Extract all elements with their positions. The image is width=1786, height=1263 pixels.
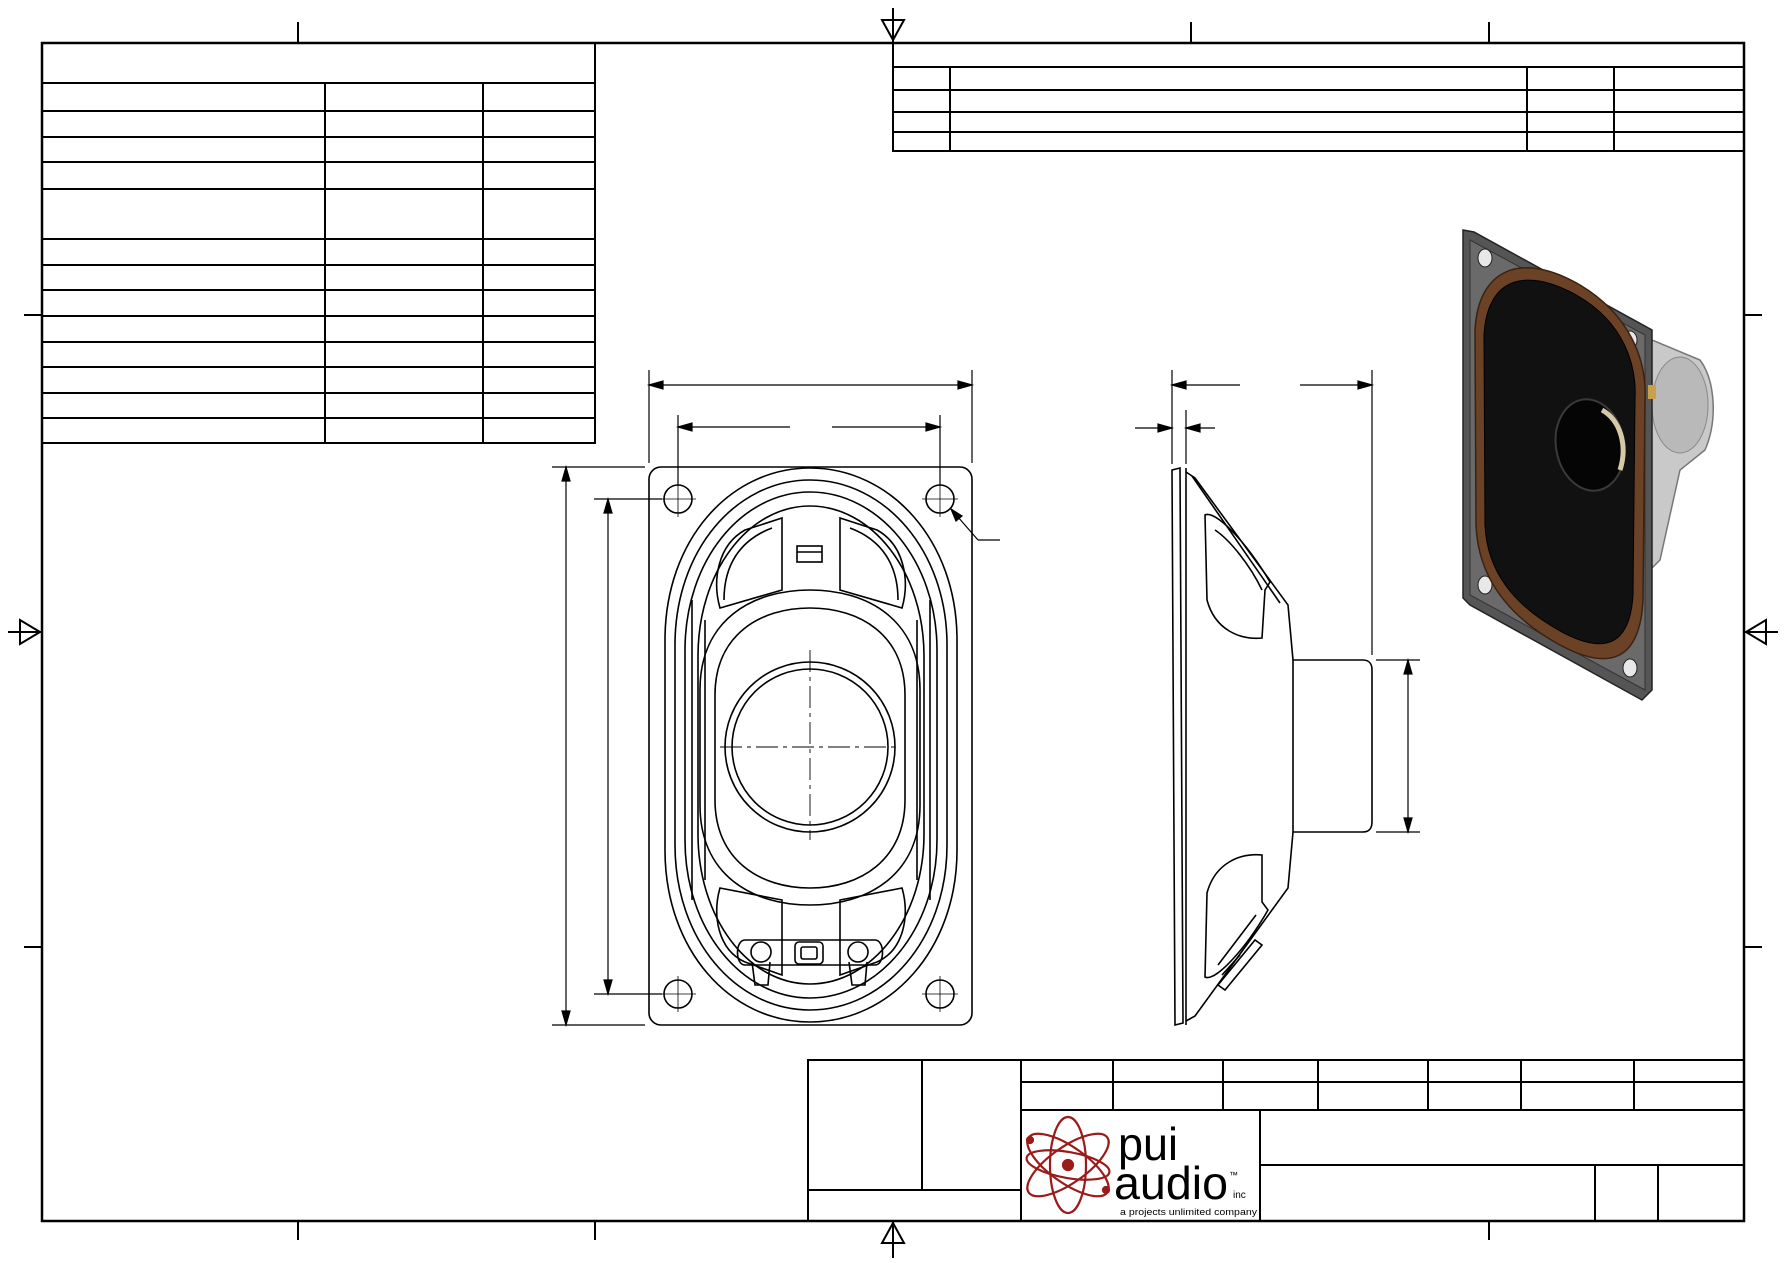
zone-ticks (24, 22, 1762, 1240)
logo-brand-line1: pui (1118, 1118, 1178, 1170)
logo-suffix: inc (1233, 1190, 1246, 1201)
side-view (1171, 466, 1373, 1027)
spec-table (41, 42, 596, 444)
logo-tagline: a projects unlimited company (1120, 1207, 1258, 1217)
logo-brand-line2: audio (1114, 1157, 1228, 1209)
isometric-render (1462, 229, 1714, 701)
title-block (807, 1059, 1745, 1222)
front-view-dimensions (552, 370, 1000, 1028)
side-view-dimensions (1135, 370, 1420, 835)
centering-arrows (8, 8, 1778, 1258)
front-view (648, 466, 973, 1026)
atom-icon (1025, 1115, 1111, 1215)
logo-trademark: ™ (1229, 1170, 1238, 1180)
mounting-holes (660, 481, 958, 1012)
pui-audio-logo: pui audio ™ inc a projects unlimited com… (1025, 1115, 1258, 1217)
revision-table (892, 42, 1745, 152)
sheet-border (40, 41, 1746, 1223)
